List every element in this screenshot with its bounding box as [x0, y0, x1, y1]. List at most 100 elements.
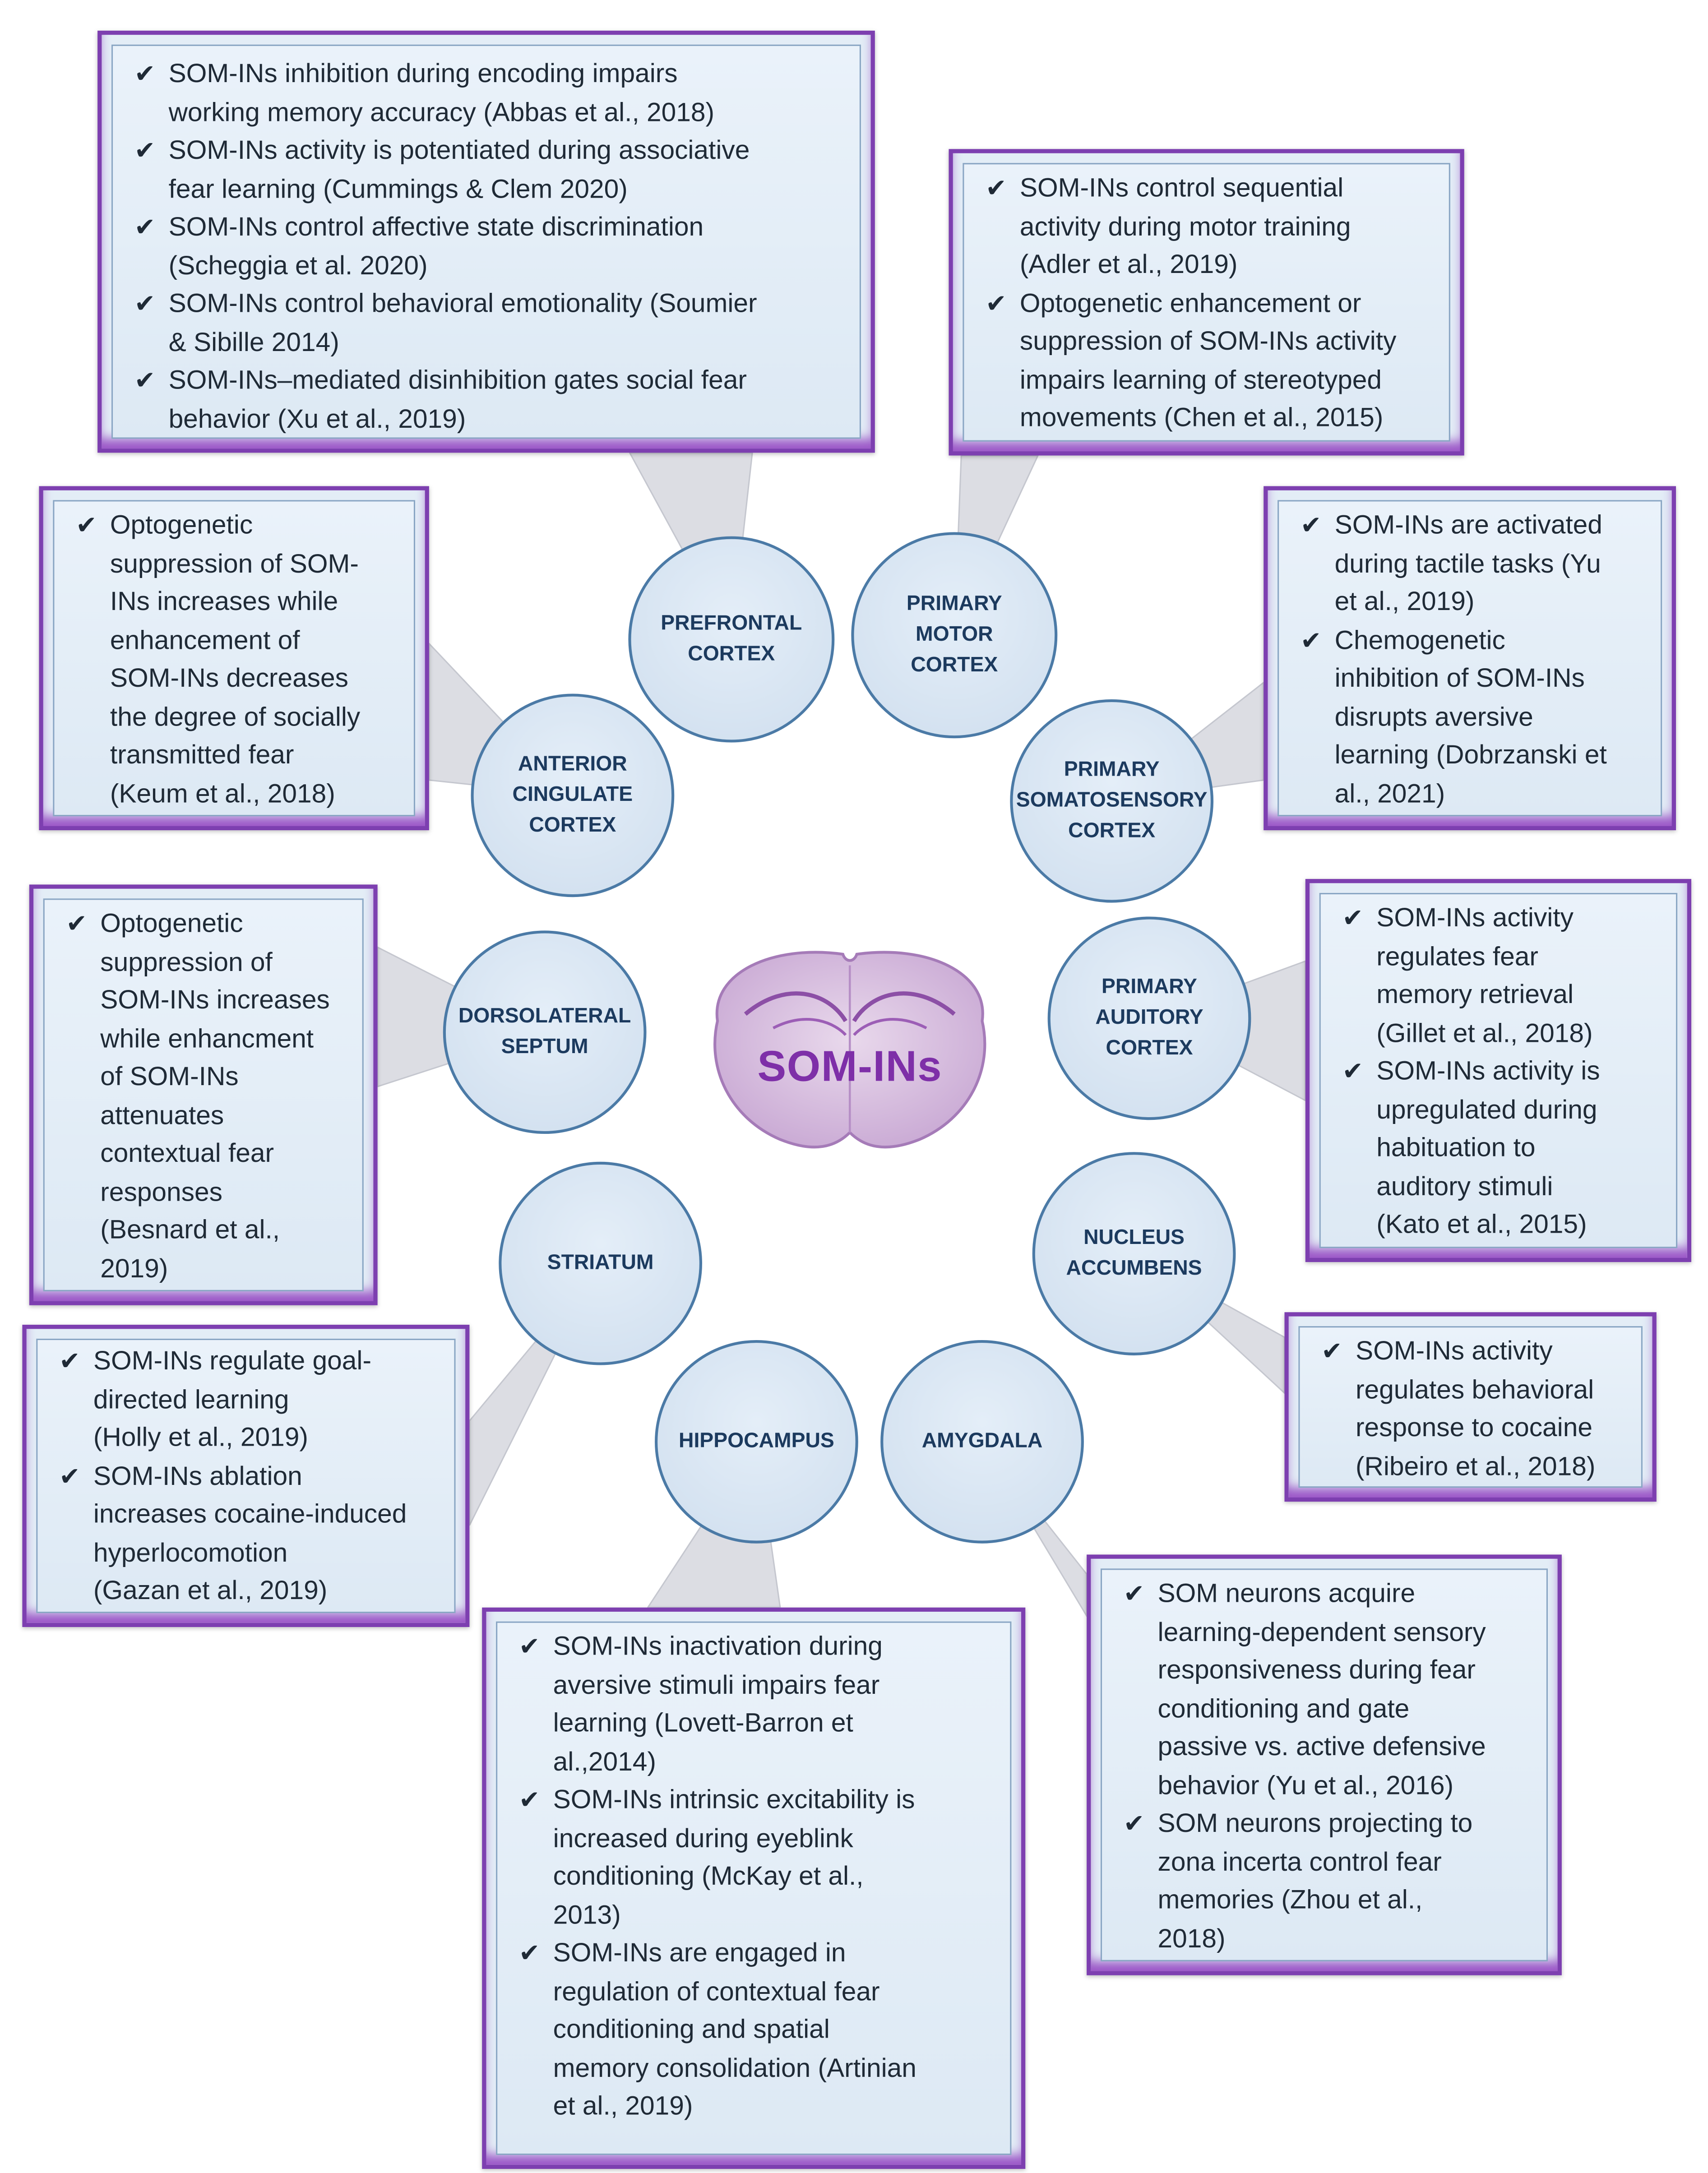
checkmark-icon: ✔ — [518, 1785, 540, 1814]
checkmark-icon: ✔ — [134, 213, 156, 241]
finding-text-line: (Adler et al., 2019) — [1019, 250, 1238, 280]
finding-text-line: inhibition of SOM-INs — [1334, 664, 1585, 694]
finding-text-line: auditory stimuli — [1376, 1172, 1553, 1202]
finding-text-line: conditioning and gate — [1157, 1694, 1410, 1724]
region-label: DORSOLATERAL SEPTUM — [458, 1004, 631, 1059]
region-circle-auditory: PRIMARY AUDITORY CORTEX — [1047, 916, 1251, 1120]
region-circle-motor: PRIMARY MOTOR CORTEX — [851, 532, 1058, 739]
finding-text-line: directed learning — [93, 1385, 289, 1415]
finding-item: ✔SOM-INs control behavioral emotionality… — [130, 286, 857, 362]
finding-item: ✔ SOM-INs activity is potentiated during … — [130, 132, 857, 209]
finding-text-line: learning (Dobrzanski et — [1334, 741, 1607, 771]
finding-text-line: disrupts aversive — [1334, 703, 1533, 732]
finding-text-line: impairs learning of stereotyped — [1019, 365, 1382, 395]
finding-text-line: transmitted fear — [110, 741, 294, 771]
checkmark-icon: ✔ — [59, 1347, 80, 1375]
finding-text-line: SOM-INs activity is — [1376, 1057, 1600, 1087]
finding-text-line: Optogenetic enhancement or — [1019, 289, 1361, 319]
checkmark-icon: ✔ — [134, 60, 156, 88]
finding-text-line: hyperlocomotion — [93, 1538, 288, 1568]
finding-text-line: SOM neurons acquire — [1157, 1579, 1416, 1609]
finding-text-line: SOM-INs regulate goal- — [93, 1347, 372, 1377]
finding-text-line: Optogenetic — [100, 910, 243, 939]
finding-text-line: of SOM-INs — [100, 1063, 239, 1092]
finding-text-line: SOM neurons projecting to — [1157, 1809, 1473, 1839]
finding-text-line: conditioning and spatial — [553, 2016, 830, 2045]
finding-text-line: aversive stimuli impairs fear — [553, 1671, 880, 1701]
finding-text-line: SOM-INs activity is potentiated during a… — [168, 136, 750, 166]
finding-text-line: passive vs. active defensive — [1157, 1733, 1486, 1762]
finding-box-inner — [43, 898, 364, 1291]
checkmark-icon: ✔ — [986, 289, 1007, 317]
finding-text-line: contextual fear — [100, 1139, 274, 1169]
checkmark-icon: ✔ — [134, 136, 156, 165]
checkmark-icon: ✔ — [1300, 626, 1322, 654]
finding-text-line: (Gazan et al., 2019) — [93, 1577, 328, 1606]
checkmark-icon: ✔ — [1342, 1057, 1364, 1086]
finding-text-line: increased during eyeblink — [553, 1824, 853, 1854]
finding-text-line: memory consolidation (Artinian — [553, 2054, 916, 2084]
region-label: PRIMARY MOTOR CORTEX — [906, 592, 1002, 677]
finding-text-line: regulates fear — [1376, 942, 1538, 972]
region-circle-somato: PRIMARY SOMATOSENSORY CORTEX — [1010, 699, 1214, 903]
finding-text-line: 2018) — [1157, 1924, 1226, 1954]
region-circle-hippocampus: HIPPOCAMPUS — [655, 1340, 858, 1544]
finding-text-line: increases cocaine-induced — [93, 1500, 407, 1530]
finding-text-line: Optogenetic — [110, 511, 253, 541]
finding-text-line: (Ribeiro et al., 2018) — [1355, 1452, 1596, 1482]
finding-list: ✔SOM-INs inhibition during encoding impa… — [130, 55, 857, 439]
finding-box-inner — [1100, 1568, 1548, 1961]
finding-text-line: conditioning (McKay et al., — [553, 1862, 864, 1892]
finding-text-line: while enhancment — [100, 1024, 314, 1054]
finding-text-line: (Besnard et al., — [100, 1216, 280, 1246]
region-label: HIPPOCAMPUS — [678, 1429, 834, 1453]
finding-item: ✔ SOM-INs regulate goal-directed learning… — [54, 1343, 451, 1458]
finding-text-line: SOM-INs control affective state discrimi… — [168, 213, 704, 243]
checkmark-icon: ✔ — [1123, 1809, 1145, 1838]
finding-text-line: (Keum et al., 2018) — [110, 779, 335, 809]
finding-box-inner — [496, 1621, 1012, 2155]
finding-box-inner — [53, 500, 416, 817]
finding-text-line: learning (Lovett-Barron et — [553, 1709, 853, 1738]
finding-box-inner — [111, 44, 861, 439]
finding-text-line: fear learning (Cummings & Clem 2020) — [168, 175, 628, 204]
region-circle-striatum: STRIATUM — [499, 1161, 702, 1365]
finding-text-line: et al., 2019) — [1334, 587, 1475, 617]
region-label: PRIMARY AUDITORY CORTEX — [1095, 975, 1203, 1060]
region-circle-septum: DORSOLATERAL SEPTUM — [443, 930, 647, 1134]
center-title: SOM-INs — [757, 1042, 943, 1091]
region-label: NUCLEUS ACCUMBENS — [1066, 1225, 1202, 1281]
finding-text-line: suppression of SOM-INs activity — [1019, 327, 1397, 357]
finding-text-line: behavior (Xu et al., 2019) — [168, 404, 466, 434]
finding-text-line: (Scheggia et al. 2020) — [168, 251, 428, 281]
region-circle-prefrontal: PREFRONTAL CORTEX — [628, 536, 835, 743]
finding-box-striatum: ✔ SOM-INs regulate goal-directed learning… — [22, 1325, 470, 1627]
finding-text-line: during tactile tasks (Yu — [1334, 549, 1601, 579]
finding-text-line: SOM-INs control sequential — [1019, 174, 1344, 203]
finding-text-line: SOM-INs activity — [1376, 904, 1574, 934]
finding-item: ✔ Optogenetic enhancement or suppression o… — [981, 285, 1446, 438]
finding-item: ✔SOM-INs inhibition during encoding impa… — [130, 55, 857, 132]
finding-box-inner — [1319, 892, 1678, 1248]
finding-text-line: SOM-INs decreases — [110, 664, 348, 694]
finding-text-line: al., 2021) — [1334, 779, 1445, 809]
checkmark-icon: ✔ — [518, 1939, 540, 1967]
checkmark-icon: ✔ — [134, 290, 156, 318]
finding-text-line: al.,2014) — [553, 1748, 656, 1777]
